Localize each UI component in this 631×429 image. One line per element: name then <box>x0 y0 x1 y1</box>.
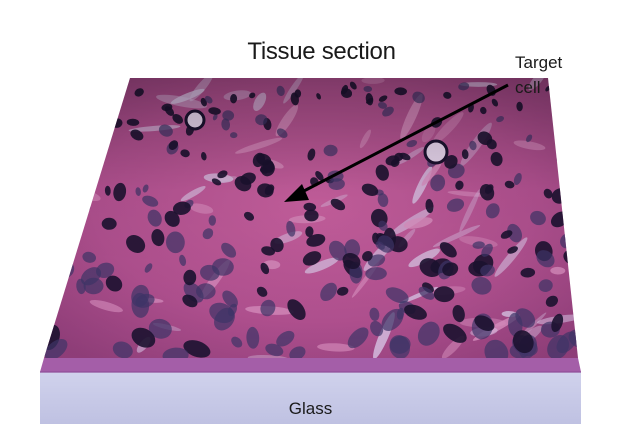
cell-nucleus <box>110 87 124 100</box>
target-label-line1: Target <box>515 50 562 75</box>
cell-nucleus <box>66 212 75 223</box>
glass-label: Glass <box>40 399 581 419</box>
tissue-slab-edge <box>40 358 581 372</box>
cell-nucleus <box>51 181 61 187</box>
cell-nucleus <box>83 157 90 166</box>
target-label-line2: cell <box>515 75 562 100</box>
cell-nucleus <box>39 212 55 230</box>
stroma-streak <box>568 208 586 222</box>
cell-nucleus <box>49 122 62 135</box>
cell-nucleus <box>53 210 67 224</box>
cell-nucleus <box>97 129 104 138</box>
stroma-streak <box>31 331 49 345</box>
cell-nucleus <box>56 148 71 163</box>
stroma-streak <box>55 90 74 100</box>
cell-nucleus <box>37 292 53 308</box>
cell-nucleus <box>45 101 60 115</box>
cell-nucleus <box>58 136 76 155</box>
cell-nucleus <box>106 77 120 90</box>
cell-nucleus <box>81 152 99 167</box>
stroma-streak <box>68 173 97 187</box>
cell-nucleus <box>48 157 63 175</box>
cell-nucleus <box>53 199 64 216</box>
cell-nucleus <box>77 133 84 145</box>
cell-nucleus <box>562 151 572 158</box>
cell-nucleus <box>34 273 47 289</box>
cell-nucleus <box>40 246 58 266</box>
cell-nucleus <box>73 107 91 125</box>
cell-nucleus <box>35 156 50 166</box>
stroma-streak <box>107 82 120 99</box>
target-cell-label: Target cell <box>515 50 562 100</box>
cell-nucleus <box>47 254 65 272</box>
tissue-section-surface <box>26 68 600 370</box>
cell-nucleus <box>72 200 90 215</box>
stroma-streak <box>49 91 80 125</box>
